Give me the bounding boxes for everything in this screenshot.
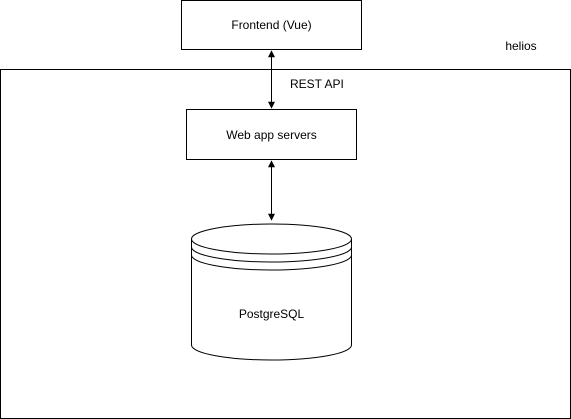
- database-band-2: [191, 254, 352, 271]
- database-band-1: [191, 246, 352, 263]
- database-top: [191, 223, 352, 255]
- rest-api-edge-label: REST API: [290, 77, 344, 91]
- database-body: [191, 239, 352, 361]
- frontend-node-label: Frontend (Vue): [231, 18, 311, 32]
- database-node-label: PostgreSQL: [239, 307, 305, 321]
- web-servers-node-label: Web app servers: [226, 128, 317, 142]
- web-servers-node: [186, 109, 357, 160]
- database-node: [191, 223, 352, 361]
- helios-container-label: helios: [505, 39, 536, 53]
- frontend-node: [181, 0, 362, 50]
